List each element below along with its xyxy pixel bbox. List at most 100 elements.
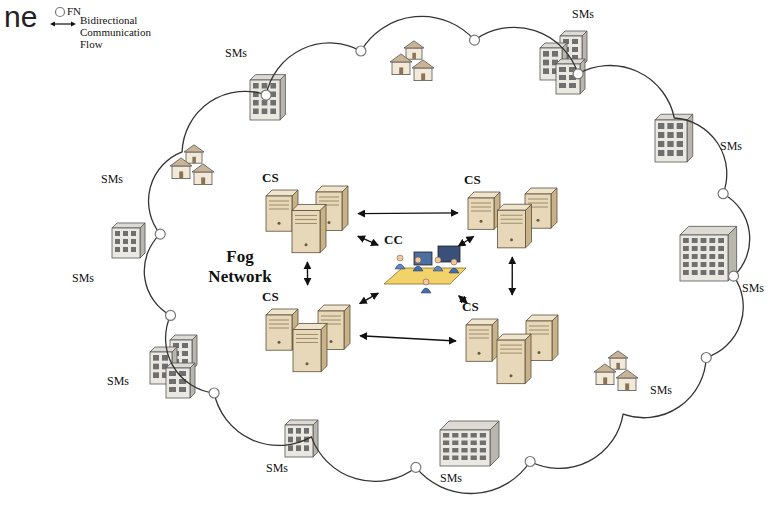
illustration-part	[468, 192, 500, 198]
illustration-part	[319, 197, 339, 198]
illustration-part	[278, 341, 281, 344]
illustration-part	[262, 83, 268, 89]
illustration-part	[169, 379, 176, 384]
server-tower	[497, 334, 531, 384]
fog-node-circle	[701, 353, 711, 363]
illustration-part	[461, 456, 467, 461]
illustration-part	[572, 47, 578, 52]
illustration-part	[500, 345, 522, 346]
illustration-part	[667, 132, 673, 138]
monitor	[438, 246, 460, 262]
illustration-part	[471, 448, 477, 453]
house-icon	[608, 351, 628, 369]
illustration-part	[288, 445, 293, 451]
sm-label: SMs	[650, 384, 672, 397]
illustration-part	[701, 262, 707, 267]
illustration-part	[179, 171, 183, 178]
arrow-sample-heads	[50, 22, 76, 27]
fog-node-circle	[729, 271, 739, 281]
illustration-part	[497, 340, 525, 384]
illustration-part	[115, 247, 120, 252]
illustration-part	[501, 215, 523, 216]
illustration-part	[692, 254, 698, 259]
illustration-part	[466, 325, 492, 361]
office-icon	[250, 75, 285, 120]
illustration-part	[451, 259, 457, 265]
arrow-sample	[52, 23, 74, 24]
illustration-part	[552, 51, 558, 57]
illustration-part	[115, 239, 120, 244]
cloud-outline	[144, 16, 749, 493]
illustration-part	[169, 371, 176, 376]
illustration-part	[658, 141, 664, 147]
illustration-part	[293, 329, 321, 371]
legend-text: Bidirectional Communication Flow	[80, 14, 156, 50]
illustration-part	[469, 338, 489, 339]
server-tower	[468, 192, 500, 229]
illustration-part	[680, 235, 728, 281]
illustration-part	[304, 445, 309, 451]
illustration-part	[295, 215, 317, 216]
illustration-part	[140, 223, 145, 258]
illustration-part	[440, 430, 490, 466]
illustration-part	[184, 145, 204, 152]
illustration-part	[266, 315, 292, 350]
illustration-part	[423, 279, 429, 285]
illustration-part	[131, 239, 136, 244]
illustration-part	[596, 372, 614, 385]
office-icon	[166, 363, 195, 398]
illustration-part	[529, 334, 549, 335]
fog-node-circle	[155, 229, 165, 239]
illustration-part	[560, 31, 587, 36]
node-label: CC	[380, 230, 407, 250]
illustration-part	[318, 305, 350, 311]
illustration-part	[269, 201, 289, 202]
illustration-part	[153, 372, 159, 378]
illustration-part	[667, 150, 673, 156]
server-tower	[466, 319, 498, 361]
illustration-part	[529, 326, 549, 327]
illustration-part	[253, 83, 259, 89]
illustration-part	[501, 223, 523, 224]
illustration-part	[280, 75, 285, 120]
illustration-part	[480, 220, 483, 223]
illustration-part	[293, 323, 327, 329]
illustration-part	[112, 223, 145, 228]
node-label: CS	[458, 297, 483, 317]
illustration-part	[471, 207, 491, 208]
illustration-part	[266, 190, 298, 196]
illustration-part	[692, 262, 698, 267]
illustration-part	[285, 420, 318, 425]
illustration-part	[658, 132, 664, 138]
illustration-part	[172, 166, 190, 179]
illustration-part	[471, 456, 477, 461]
illustration-part	[131, 247, 136, 252]
illustration-part	[497, 334, 531, 340]
illustration-part	[683, 270, 689, 275]
illustration-part	[412, 60, 434, 68]
illustration-part	[443, 448, 449, 453]
illustration-part	[452, 456, 458, 461]
illustration-part	[480, 441, 486, 446]
illustration-part	[552, 315, 558, 361]
illustration-part	[501, 219, 523, 220]
illustration-part	[616, 363, 620, 369]
illustration-part	[321, 323, 327, 371]
office-icon	[655, 114, 693, 162]
illustration-part	[443, 433, 449, 438]
illustration-part	[296, 428, 301, 434]
illustration-part	[718, 262, 724, 267]
illustration-part	[186, 152, 202, 163]
illustration-part	[543, 51, 549, 57]
illustration-part	[677, 123, 683, 129]
illustration-part	[701, 246, 707, 251]
illustration-part	[316, 186, 348, 192]
fog-node-circle	[573, 69, 583, 79]
illustration-part	[709, 238, 715, 243]
illustration-part	[166, 363, 195, 368]
illustration-part	[559, 67, 566, 72]
operator-figure	[395, 255, 405, 269]
illustration-part	[461, 433, 467, 438]
illustration-part	[330, 340, 333, 343]
illustration-part	[469, 330, 489, 331]
